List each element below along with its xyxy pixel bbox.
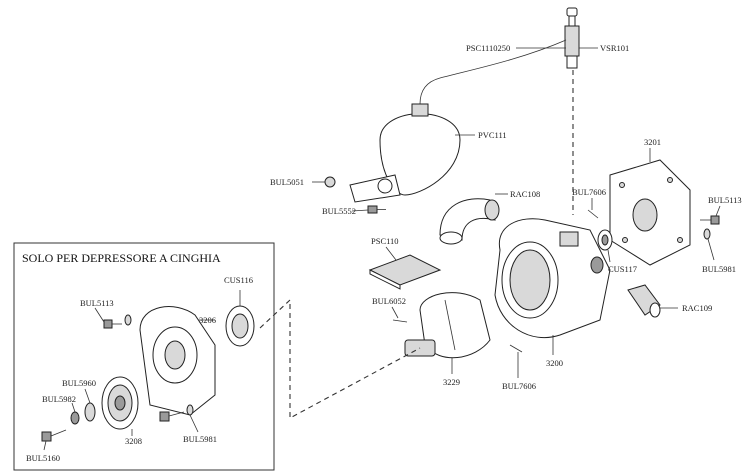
dashed-guide-inset-to-rotor [259, 298, 421, 419]
screw-bul5981-left [159, 411, 185, 422]
label-bul7606-bottom: BUL7606 [502, 381, 536, 391]
label-3208: 3208 [125, 436, 142, 446]
pin-bul7606-bottom [509, 344, 523, 353]
label-bul5113-left: BUL5113 [80, 298, 114, 308]
elbow-fitting-rac108 [439, 198, 500, 245]
pin-bul6052 [392, 319, 408, 323]
screw-bul5552 [367, 205, 386, 214]
label-bul5981-right: BUL5981 [702, 264, 736, 274]
label-psc110: PSC110 [371, 236, 399, 246]
washer-bul5981-right [703, 228, 711, 240]
label-cus117: CUS117 [608, 264, 637, 274]
inset-box-title: SOLO PER DEPRESSORE A CINGHIA [22, 251, 221, 265]
bearing-cus117 [597, 229, 613, 251]
bearing-cus116 [225, 305, 255, 347]
filter-pad-psc110 [368, 254, 442, 290]
leader-lines [43, 47, 721, 451]
label-rac109: RAC109 [682, 303, 712, 313]
screw-bul5113-right [700, 215, 720, 225]
label-cus116: CUS116 [224, 275, 253, 285]
label-bul5960: BUL5960 [62, 378, 96, 388]
label-pvc111: PVC111 [478, 130, 507, 140]
screw-bul5160 [41, 429, 67, 442]
label-bul5981-left: BUL5981 [183, 434, 217, 444]
label-3229: 3229 [443, 377, 460, 387]
label-bul5113-right: BUL5113 [708, 195, 742, 205]
pulley-3208 [101, 376, 139, 430]
rotor-3229 [404, 292, 491, 359]
pulley-flange-3206 [139, 306, 216, 416]
label-3206: 3206 [199, 315, 216, 325]
float-tank-pvc111 [349, 103, 461, 203]
label-3200: 3200 [546, 358, 563, 368]
label-3201: 3201 [644, 137, 661, 147]
label-bul5160: BUL5160 [26, 453, 60, 463]
pin-bul7606-top [587, 209, 599, 219]
label-bul5051: BUL5051 [270, 177, 304, 187]
screw-bul5113-left [103, 319, 122, 329]
belt-depressor-inset-box [13, 242, 275, 471]
vacuum-valve-vsr101 [564, 7, 580, 69]
label-bul5552: BUL5552 [322, 206, 356, 216]
nut-bul5051 [324, 176, 336, 188]
label-vsr101: VSR101 [600, 43, 629, 53]
pump-housing-3200 [494, 218, 611, 339]
label-bul6052: BUL6052 [372, 296, 406, 306]
washer-near-bul5113-left [124, 314, 132, 326]
label-psc1110250: PSC1110250 [466, 43, 510, 53]
cover-plate-3201 [609, 159, 691, 266]
fitting-rac109 [627, 284, 661, 318]
washer-bul5960 [84, 402, 96, 422]
nut-bul5982 [70, 411, 80, 425]
label-rac108: RAC108 [510, 189, 540, 199]
tube-psc1110250 [419, 39, 567, 105]
label-bul5982: BUL5982 [42, 394, 76, 404]
label-bul7606-top: BUL7606 [572, 187, 606, 197]
washer-bul5981-left [186, 404, 194, 416]
